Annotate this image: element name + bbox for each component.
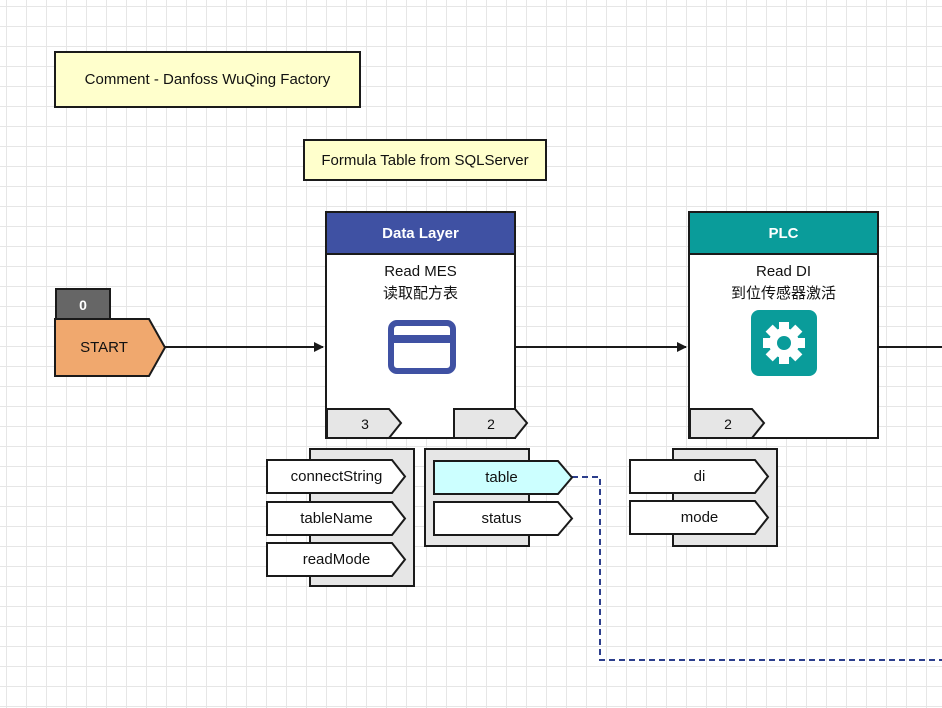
card-icon bbox=[388, 320, 456, 374]
comment-factory-text: Comment - Danfoss WuQing Factory bbox=[84, 71, 331, 88]
param-connectstring-label: connectString bbox=[290, 468, 383, 485]
input-count-tab bbox=[327, 408, 403, 439]
comment-factory[interactable]: Comment - Danfoss WuQing Factory bbox=[54, 51, 361, 108]
data-layer-title-line1: Read MES bbox=[384, 263, 457, 280]
data-layer-header-label: Data Layer bbox=[382, 224, 459, 242]
data-layer-header: Data Layer bbox=[327, 213, 514, 255]
param-readmode-label: readMode bbox=[302, 551, 371, 568]
output-count-text: 2 bbox=[487, 415, 495, 432]
param-mode[interactable]: mode bbox=[629, 500, 770, 535]
data-layer-output-count[interactable]: 2 bbox=[453, 408, 529, 439]
param-di[interactable]: di bbox=[629, 459, 770, 494]
start-node[interactable]: START bbox=[54, 318, 166, 377]
param-shape bbox=[433, 501, 574, 536]
param-tablename[interactable]: tableName bbox=[266, 501, 407, 536]
param-connectstring[interactable]: connectString bbox=[266, 459, 407, 494]
start-index: 0 bbox=[79, 297, 87, 313]
param-readmode[interactable]: readMode bbox=[266, 542, 407, 577]
param-table-label: table bbox=[485, 469, 518, 486]
param-shape bbox=[629, 459, 770, 494]
start-label: START bbox=[80, 339, 128, 356]
plc-title: Read DI 到位传感器激活 bbox=[690, 261, 877, 305]
param-shape bbox=[266, 459, 407, 494]
plc-title-line1: Read DI bbox=[755, 263, 812, 280]
start-shape bbox=[54, 318, 166, 377]
param-di-label: di bbox=[693, 468, 706, 485]
start-index-tab: 0 bbox=[55, 288, 111, 320]
output-count-tab bbox=[453, 408, 529, 439]
data-layer-input-count[interactable]: 3 bbox=[327, 408, 403, 439]
plc-header-label: PLC bbox=[768, 224, 799, 242]
data-layer-title-line2: 读取配方表 bbox=[382, 285, 458, 302]
param-mode-label: mode bbox=[680, 509, 719, 526]
param-status[interactable]: status bbox=[433, 501, 574, 536]
gear-icon bbox=[751, 310, 817, 376]
param-tablename-label: tableName bbox=[300, 510, 373, 527]
param-shape bbox=[266, 542, 407, 577]
data-layer-title: Read MES 读取配方表 bbox=[327, 261, 514, 305]
param-shape bbox=[266, 501, 407, 536]
input-count-text: 3 bbox=[361, 415, 369, 432]
param-shape bbox=[629, 500, 770, 535]
comment-formula-text: Formula Table from SQLServer bbox=[321, 151, 529, 169]
plc-title-line2: 到位传感器激活 bbox=[730, 285, 836, 302]
param-shape-highlight bbox=[433, 460, 574, 495]
input-count-tab bbox=[690, 408, 766, 439]
param-table[interactable]: table bbox=[433, 460, 574, 495]
plc-node[interactable]: PLC Read DI 到位传感器激活 2 bbox=[688, 211, 879, 439]
plc-input-count-text: 2 bbox=[724, 415, 732, 432]
param-status-label: status bbox=[481, 510, 522, 527]
comment-formula-table[interactable]: Formula Table from SQLServer bbox=[303, 139, 547, 181]
plc-header: PLC bbox=[690, 213, 877, 255]
data-layer-node[interactable]: Data Layer Read MES 读取配方表 3 2 bbox=[325, 211, 529, 439]
plc-input-count[interactable]: 2 bbox=[690, 408, 766, 439]
